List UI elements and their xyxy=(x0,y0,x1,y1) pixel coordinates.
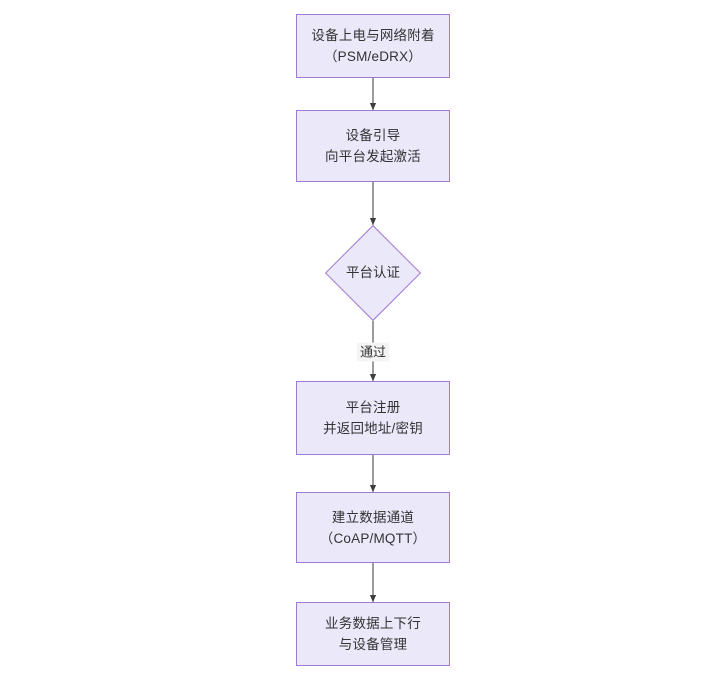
node-power-on[interactable]: 设备上电与网络附着 （PSM/eDRX） xyxy=(296,14,450,78)
node-data-line-2: 与设备管理 xyxy=(338,637,408,652)
node-register[interactable]: 平台注册 并返回地址/密钥 xyxy=(296,381,450,455)
node-channel-line-1: 建立数据通道 xyxy=(331,509,415,525)
node-power-on-line-1: 设备上电与网络附着 xyxy=(311,28,435,43)
node-register-line-2: 并返回地址/密钥 xyxy=(323,421,423,436)
node-channel-line-2: （CoAP/MQTT） xyxy=(319,530,427,546)
node-auth[interactable]: 平台认证 xyxy=(324,224,422,322)
node-register-line-1: 平台注册 xyxy=(345,400,401,415)
node-power-on-line-2: （PSM/eDRX） xyxy=(323,49,423,64)
node-bootstrap-line-2: 向平台发起激活 xyxy=(325,149,421,164)
node-auth-label: 平台认证 xyxy=(346,265,400,280)
node-bootstrap-line-1: 设备引导 xyxy=(345,128,401,143)
edge-label-pass: 通过 xyxy=(356,342,390,362)
node-data[interactable]: 业务数据上下行 与设备管理 xyxy=(296,602,450,666)
node-data-line-1: 业务数据上下行 xyxy=(325,616,421,631)
node-channel[interactable]: 建立数据通道 （CoAP/MQTT） xyxy=(296,492,450,563)
node-bootstrap[interactable]: 设备引导 向平台发起激活 xyxy=(296,110,450,182)
